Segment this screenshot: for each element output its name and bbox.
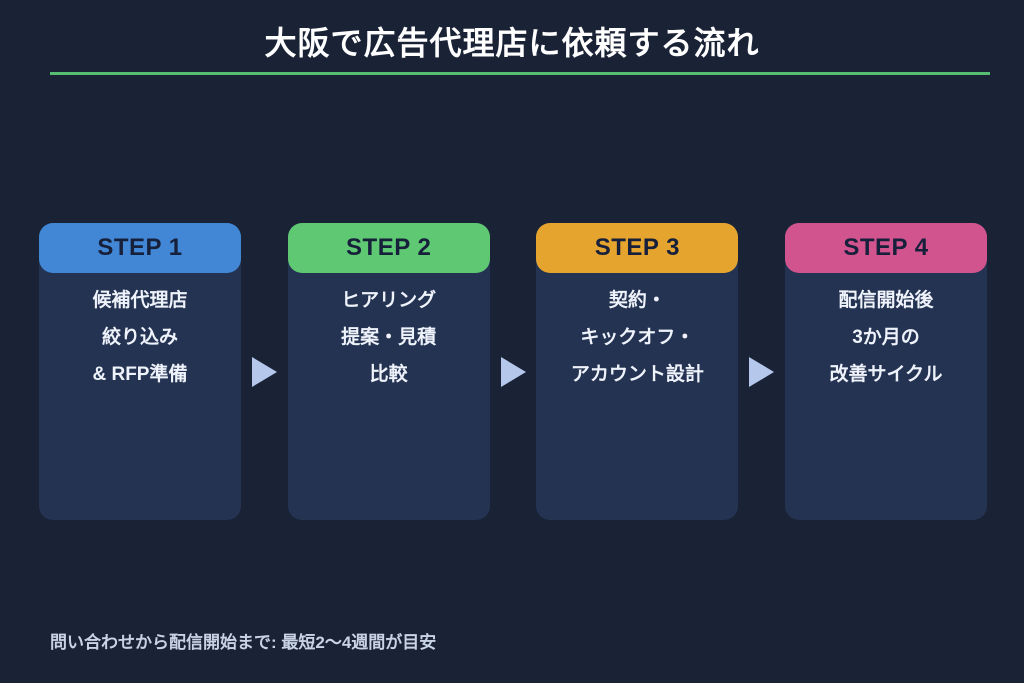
arrow-right-icon [251,356,277,387]
step-2-line-2: 提案・見積 [341,327,437,348]
step-3-line-2: キックオフ・ [580,327,695,348]
step-1-line-2: 絞り込み [101,327,178,348]
step-2-body: ヒアリング 提案・見積 比較 [288,273,490,393]
page-title: 大阪で広告代理店に依頼する流れ [264,25,760,61]
step-1-header: STEP 1 [39,223,241,273]
step-4-line-3: 改善サイクル [829,364,943,385]
flow-arrow-2 [490,223,537,520]
flow-arrow-1 [241,223,288,520]
step-3-line-1: 契約・ [608,290,666,311]
step-4-line-1: 配信開始後 [838,290,934,311]
step-4-body: 配信開始後 3か月の 改善サイクル [785,273,987,393]
flow-arrow-3 [738,223,785,520]
step-2-header: STEP 2 [287,223,490,273]
step-1-body: 候補代理店 絞り込み & RFP準備 [39,273,241,393]
step-card-1: STEP 1 候補代理店 絞り込み & RFP準備 [39,223,241,520]
step-3-header: STEP 3 [536,223,739,273]
step-4-header: STEP 4 [785,223,988,273]
title-underline [50,72,990,75]
step-1-line-1: 候補代理店 [92,290,188,311]
arrow-right-icon [749,356,775,387]
step-2-line-3: 比較 [369,364,408,385]
step-card-2: STEP 2 ヒアリング 提案・見積 比較 [287,223,490,520]
step-1-line-3: & RFP準備 [92,364,188,385]
step-2-line-1: ヒアリング [341,290,437,311]
step-card-3: STEP 3 契約・ キックオフ・ アカウント設計 [536,223,739,520]
step-3-body: 契約・ キックオフ・ アカウント設計 [536,273,738,393]
step-4-line-2: 3か月の [852,327,920,348]
steps-flow: STEP 1 候補代理店 絞り込み & RFP準備 STEP 2 ヒアリング 提… [39,223,988,520]
step-card-4: STEP 4 配信開始後 3か月の 改善サイクル [785,223,988,520]
arrow-right-icon [500,356,526,387]
footer-note: 問い合わせから配信開始まで: 最短2〜4週間が目安 [50,633,437,652]
step-3-line-3: アカウント設計 [570,364,704,385]
